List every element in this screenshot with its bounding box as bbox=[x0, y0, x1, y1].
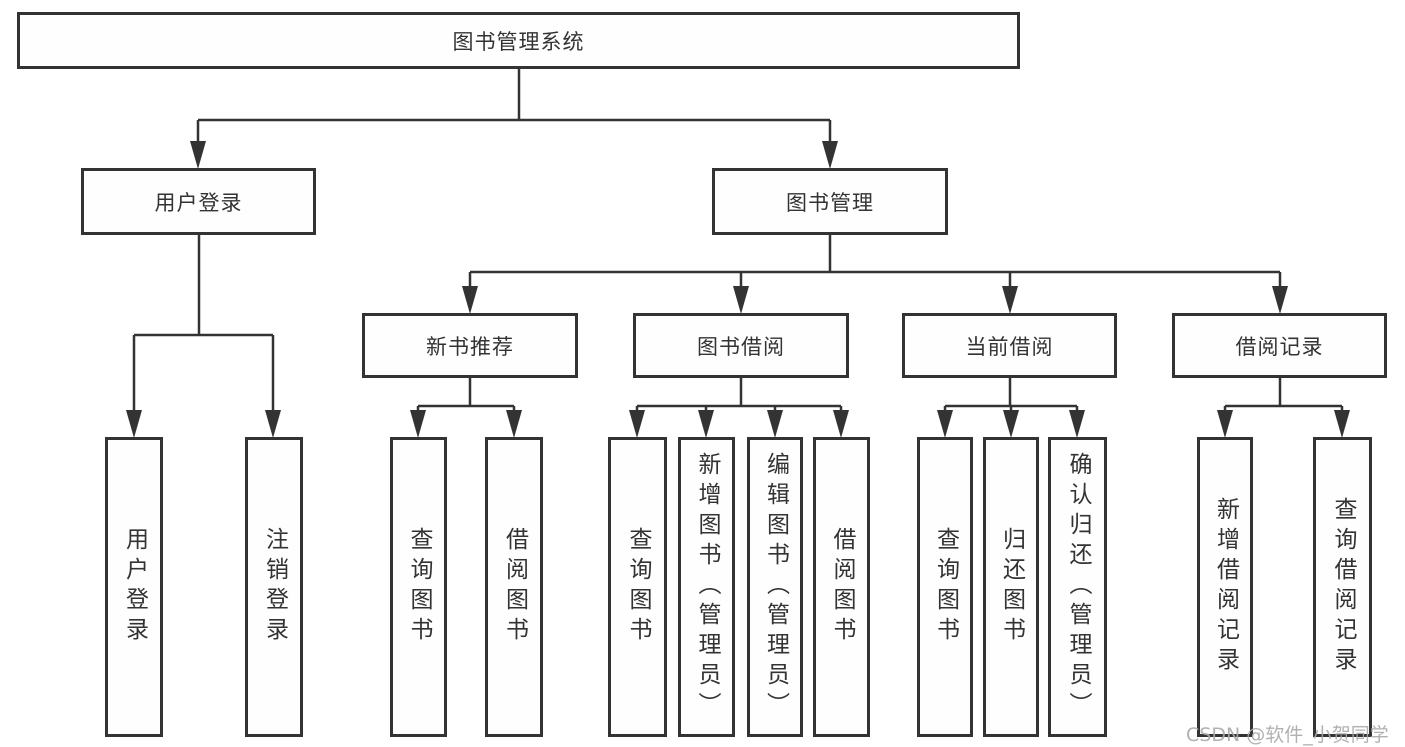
node-leaf-bb-borrow-book-label: 借阅图书 bbox=[829, 527, 855, 647]
node-current-borrow: 当前借阅 bbox=[902, 313, 1117, 378]
node-book-borrow: 图书借阅 bbox=[633, 313, 849, 378]
node-leaf-br-add-record: 新增借阅记录 bbox=[1197, 437, 1253, 737]
connector-shafts bbox=[132, 69, 1344, 433]
node-leaf-logout-label: 注销登录 bbox=[261, 527, 288, 647]
node-leaf-br-add-record-label: 新增借阅记录 bbox=[1212, 497, 1239, 677]
node-leaf-cb-query-book: 查询图书 bbox=[917, 437, 973, 737]
node-leaf-cb-return-book: 归还图书 bbox=[983, 437, 1039, 737]
node-leaf-nbr-borrow-book-label: 借阅图书 bbox=[501, 527, 528, 647]
node-leaf-cb-confirm-return-label: 确认归还（管理员） bbox=[1065, 452, 1091, 722]
node-leaf-nbr-borrow-book: 借阅图书 bbox=[485, 437, 543, 737]
node-leaf-cb-confirm-return: 确认归还（管理员） bbox=[1048, 437, 1107, 737]
csdn-watermark: CSDN @软件_小贺同学 bbox=[1186, 724, 1389, 746]
node-leaf-br-query-record-label: 查询借阅记录 bbox=[1330, 497, 1356, 677]
node-leaf-cb-return-book-label: 归还图书 bbox=[998, 527, 1025, 647]
node-leaf-bb-edit-book: 编辑图书（管理员） bbox=[747, 437, 803, 737]
node-borrow-record: 借阅记录 bbox=[1172, 313, 1387, 378]
node-leaf-nbr-query-book: 查询图书 bbox=[390, 437, 447, 737]
node-new-book-recommend: 新书推荐 bbox=[362, 313, 578, 378]
node-leaf-bb-edit-book-label: 编辑图书（管理员） bbox=[762, 452, 789, 722]
node-leaf-bb-add-book-label: 新增图书（管理员） bbox=[694, 452, 720, 722]
node-leaf-nbr-query-book-label: 查询图书 bbox=[406, 527, 432, 647]
node-leaf-br-query-record: 查询借阅记录 bbox=[1313, 437, 1372, 737]
node-leaf-bb-add-book: 新增图书（管理员） bbox=[678, 437, 735, 737]
node-leaf-bb-borrow-book: 借阅图书 bbox=[813, 437, 870, 737]
node-leaf-logout: 注销登录 bbox=[245, 437, 303, 737]
node-leaf-user-login-label: 用户登录 bbox=[121, 527, 148, 647]
node-leaf-user-login: 用户登录 bbox=[105, 437, 163, 737]
node-leaf-bb-query-book: 查询图书 bbox=[608, 437, 667, 737]
node-user-login: 用户登录 bbox=[81, 168, 316, 235]
node-book-management: 图书管理 bbox=[712, 168, 948, 235]
node-leaf-cb-query-book-label: 查询图书 bbox=[932, 527, 959, 647]
node-library-management-system: 图书管理系统 bbox=[17, 12, 1020, 69]
node-leaf-bb-query-book-label: 查询图书 bbox=[625, 527, 651, 647]
